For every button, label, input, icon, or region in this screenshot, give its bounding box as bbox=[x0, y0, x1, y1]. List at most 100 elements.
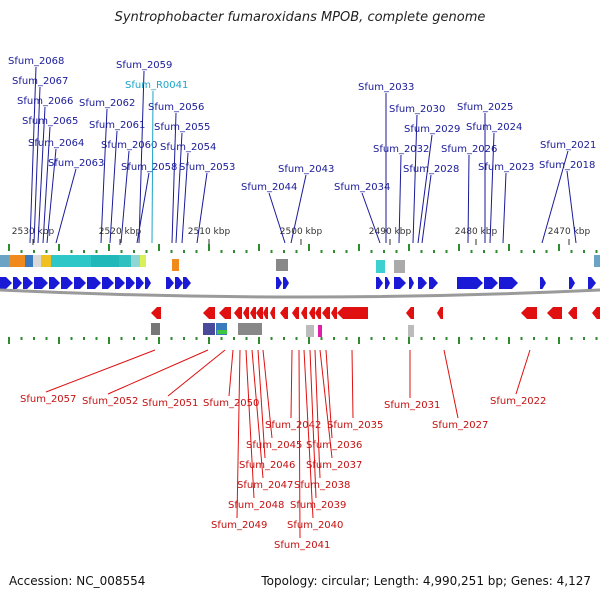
forward-gene-label: Sfum_2058 bbox=[121, 162, 177, 173]
forward-gene-arrow bbox=[499, 277, 518, 289]
forward-leader-line bbox=[361, 192, 381, 244]
marker-dot bbox=[583, 337, 585, 340]
reverse-leader-line bbox=[107, 349, 209, 395]
forward-gene-label: Sfum_2067 bbox=[12, 76, 68, 87]
marker-dot bbox=[558, 337, 560, 344]
reverse-gene-label: Sfum_2022 bbox=[490, 396, 546, 407]
marker-dot bbox=[295, 250, 298, 253]
marker-dot bbox=[358, 337, 360, 344]
reverse-gene-arrow bbox=[547, 307, 562, 319]
reverse-gene-label: Sfum_2049 bbox=[211, 520, 267, 531]
forward-leader-line bbox=[100, 108, 108, 244]
marker-dot bbox=[195, 337, 198, 340]
forward-gene-arrow bbox=[276, 277, 282, 289]
marker-dot bbox=[470, 250, 473, 253]
scale-tick-label: 2480 kbp bbox=[455, 227, 498, 237]
marker-dot bbox=[308, 244, 310, 251]
forward-feature-box bbox=[0, 255, 9, 267]
marker-dot bbox=[70, 250, 73, 253]
forward-gene-label: Sfum_2018 bbox=[539, 160, 595, 171]
reverse-gene-arrow bbox=[243, 307, 249, 319]
reverse-gene-label: Sfum_2027 bbox=[432, 420, 488, 431]
reverse-leader-line bbox=[290, 349, 293, 419]
reverse-feature-box bbox=[151, 323, 160, 335]
marker-dot bbox=[220, 337, 223, 340]
scale-tick-label: 2470 kbp bbox=[548, 227, 591, 237]
forward-leader-line bbox=[417, 134, 433, 244]
forward-leader-line bbox=[489, 132, 495, 244]
reverse-gene-arrow bbox=[270, 307, 275, 319]
forward-feature-box bbox=[33, 255, 41, 267]
reverse-leader-line bbox=[314, 349, 321, 479]
marker-dot bbox=[458, 244, 460, 251]
marker-dot bbox=[95, 337, 98, 340]
forward-gene-arrow bbox=[569, 277, 575, 289]
forward-gene-label: Sfum_2021 bbox=[540, 140, 596, 151]
marker-dot bbox=[70, 337, 73, 340]
reverse-gene-arrow bbox=[322, 307, 330, 319]
forward-leader-line bbox=[138, 70, 145, 244]
forward-feature-box bbox=[91, 255, 119, 267]
forward-gene-label: Sfum_2064 bbox=[28, 138, 84, 149]
forward-feature-box bbox=[9, 255, 25, 267]
reverse-leader-line bbox=[251, 349, 264, 479]
marker-dot bbox=[120, 337, 123, 340]
reverse-feature-box bbox=[238, 323, 262, 335]
reverse-gene-label: Sfum_2045 bbox=[246, 440, 302, 451]
reverse-gene-label: Sfum_2057 bbox=[20, 394, 76, 405]
marker-dot bbox=[495, 337, 498, 340]
reverse-gene-arrow bbox=[521, 307, 537, 319]
reverse-leader-line bbox=[309, 349, 317, 499]
forward-gene-label: Sfum_2029 bbox=[404, 124, 460, 135]
reverse-gene-label: Sfum_2042 bbox=[265, 420, 321, 431]
reverse-gene-arrow bbox=[406, 307, 414, 319]
reverse-feature-box bbox=[408, 325, 414, 337]
forward-leader-line bbox=[33, 86, 41, 244]
forward-gene-label: Sfum_2032 bbox=[373, 144, 429, 155]
forward-gene-arrow bbox=[183, 277, 191, 289]
forward-gene-label: Sfum_2026 bbox=[441, 144, 497, 155]
marker-dot bbox=[483, 337, 485, 340]
forward-leader-line bbox=[37, 106, 46, 244]
forward-leader-line bbox=[46, 148, 57, 244]
marker-dot bbox=[433, 250, 435, 253]
forward-leader-line bbox=[120, 150, 130, 244]
reverse-gene-label: Sfum_2039 bbox=[290, 500, 346, 511]
forward-gene-arrow bbox=[145, 277, 151, 289]
reverse-gene-label: Sfum_2040 bbox=[287, 520, 343, 531]
forward-gene-arrow bbox=[283, 277, 289, 289]
forward-gene-arrow bbox=[175, 277, 183, 289]
reverse-feature-box bbox=[216, 323, 227, 335]
marker-dot bbox=[508, 337, 510, 344]
forward-leader-line bbox=[421, 174, 432, 244]
forward-gene-label: Sfum_2025 bbox=[457, 102, 513, 113]
forward-gene-arrow bbox=[61, 277, 73, 289]
forward-gene-label: Sfum_2060 bbox=[101, 140, 157, 151]
forward-gene-label: Sfum_2061 bbox=[89, 120, 145, 131]
forward-gene-arrow bbox=[13, 277, 22, 289]
forward-gene-label: Sfum_2065 bbox=[22, 116, 78, 127]
marker-dot bbox=[83, 337, 85, 340]
reverse-leader-line bbox=[262, 349, 273, 439]
forward-feature-box bbox=[276, 259, 288, 271]
reverse-gene-label: Sfum_2050 bbox=[203, 398, 259, 409]
marker-dot bbox=[233, 337, 235, 340]
forward-leader-line bbox=[42, 126, 51, 244]
reverse-gene-arrow bbox=[234, 307, 242, 319]
marker-dot bbox=[145, 250, 148, 253]
forward-gene-arrow bbox=[540, 277, 546, 289]
reverse-feature-box bbox=[203, 323, 215, 335]
marker-dot bbox=[320, 337, 323, 340]
forward-gene-label: Sfum_2044 bbox=[241, 182, 297, 193]
forward-gene-label: Sfum_2030 bbox=[389, 104, 445, 115]
reverse-gene-arrow bbox=[151, 307, 161, 319]
marker-dot bbox=[570, 337, 573, 340]
reverse-gene-arrow bbox=[331, 307, 337, 319]
marker-dot bbox=[33, 337, 35, 340]
marker-dot bbox=[583, 250, 585, 253]
marker-dot bbox=[458, 337, 460, 344]
reverse-leader-line bbox=[245, 349, 255, 499]
forward-gene-arrow bbox=[74, 277, 86, 289]
